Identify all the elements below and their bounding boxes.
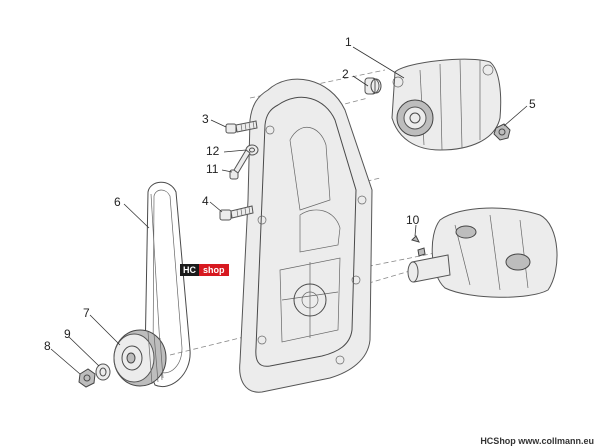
spacer-bushing xyxy=(364,77,382,95)
callout-11: 11 xyxy=(206,162,219,176)
footer-credit: HCShop www.collmann.eu xyxy=(480,436,594,446)
callout-5: 5 xyxy=(529,97,536,111)
callout-12: 12 xyxy=(206,144,220,158)
nut-part-8 xyxy=(78,368,96,388)
callout-labels: 1 2 3 4 5 6 7 8 9 10 11 12 xyxy=(44,35,536,353)
crank-pulley xyxy=(113,329,167,387)
watermark-shop: shop xyxy=(199,264,229,276)
callout-4: 4 xyxy=(202,194,209,208)
alternator xyxy=(391,58,502,151)
watermark-hc: HC xyxy=(180,264,199,276)
callout-6: 6 xyxy=(114,195,121,209)
callout-7: 7 xyxy=(83,306,90,320)
bolt-part-4 xyxy=(219,205,254,221)
woodruff-key xyxy=(411,235,420,243)
crankshaft xyxy=(407,207,558,298)
callout-3: 3 xyxy=(202,112,209,126)
engine-cover-housing xyxy=(239,78,373,393)
callout-2: 2 xyxy=(342,67,349,81)
callout-8: 8 xyxy=(44,339,51,353)
leader-lines xyxy=(50,46,528,375)
bolt-part-11 xyxy=(229,149,251,180)
nut-part-5 xyxy=(493,123,511,141)
callout-1: 1 xyxy=(345,35,352,49)
hcshop-watermark-logo: HC shop xyxy=(180,264,229,276)
washer-part-9 xyxy=(95,363,111,381)
bolt-part-3 xyxy=(225,120,258,134)
callout-9: 9 xyxy=(64,327,71,341)
callout-10: 10 xyxy=(406,213,420,227)
